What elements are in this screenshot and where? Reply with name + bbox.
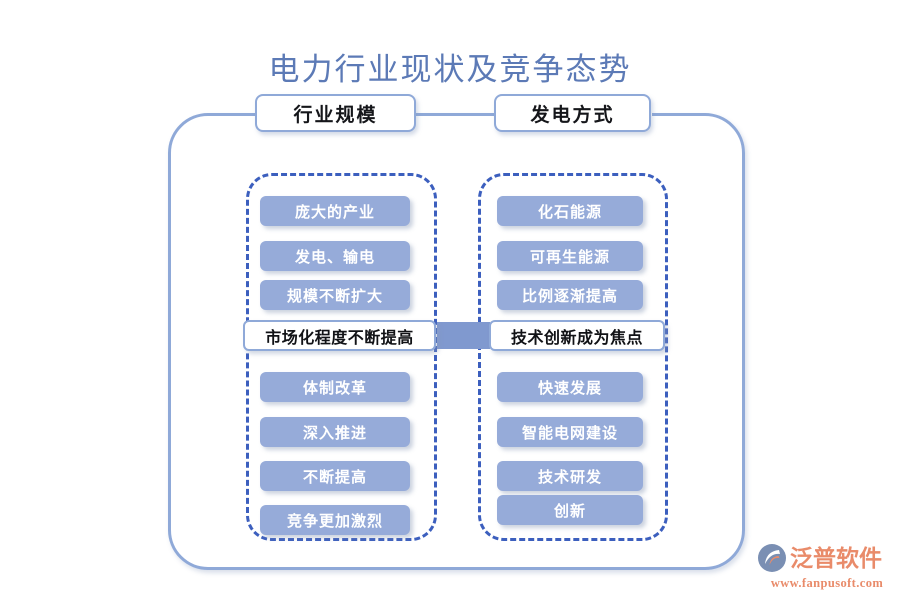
highlight-label: 市场化程度不断提高 (265, 329, 414, 347)
list-item[interactable]: 庞大的产业 (260, 196, 410, 226)
item-label: 不断提高 (302, 469, 367, 486)
item-label: 化石能源 (537, 204, 602, 221)
header-box-industry-scale[interactable]: 行业规模 (255, 94, 416, 132)
list-item[interactable]: 技术研发 (497, 461, 643, 491)
header-label: 行业规模 (293, 104, 378, 126)
item-label: 深入推进 (302, 425, 367, 442)
list-item[interactable]: 智能电网建设 (497, 417, 643, 447)
list-item[interactable]: 体制改革 (260, 372, 410, 402)
logo-brand-text: 泛普软件 (790, 545, 882, 571)
list-item[interactable]: 快速发展 (497, 372, 643, 402)
item-label: 庞大的产业 (294, 204, 375, 221)
list-item[interactable]: 不断提高 (260, 461, 410, 491)
list-item[interactable]: 创新 (497, 495, 643, 525)
logo-url-text: www.fanpusoft.com (770, 576, 884, 590)
list-item[interactable]: 比例逐渐提高 (497, 280, 643, 310)
list-item[interactable]: 竞争更加激烈 (260, 505, 410, 535)
item-label: 快速发展 (537, 380, 602, 397)
list-item[interactable]: 深入推进 (260, 417, 410, 447)
brand-logo: 泛普软件 www.fanpusoft.com (757, 543, 897, 595)
item-label: 智能电网建设 (521, 425, 618, 442)
highlight-box-left[interactable]: 市场化程度不断提高 (243, 320, 436, 351)
dashed-container-right (478, 173, 668, 541)
item-label: 规模不断扩大 (286, 288, 383, 305)
dashed-container-left (246, 173, 437, 541)
item-label: 发电、输电 (294, 249, 375, 266)
list-item[interactable]: 规模不断扩大 (260, 280, 410, 310)
highlight-label: 技术创新成为焦点 (510, 329, 643, 347)
outer-frame (168, 113, 745, 570)
logo-row: 泛普软件 (757, 543, 897, 573)
list-item[interactable]: 发电、输电 (260, 241, 410, 271)
list-item[interactable]: 可再生能源 (497, 241, 643, 271)
item-label: 体制改革 (302, 380, 367, 397)
item-label: 可再生能源 (529, 249, 610, 266)
item-label: 技术研发 (537, 469, 602, 486)
header-label: 发电方式 (530, 104, 615, 126)
item-label: 比例逐渐提高 (521, 288, 618, 305)
header-box-generation-method[interactable]: 发电方式 (494, 94, 651, 132)
page-title: 电力行业现状及竞争态势 (268, 52, 632, 87)
fanpu-logo-icon (757, 543, 787, 573)
item-label: 创新 (553, 503, 586, 520)
item-label: 竞争更加激烈 (286, 513, 383, 530)
center-connector (437, 322, 490, 349)
highlight-box-right[interactable]: 技术创新成为焦点 (489, 320, 665, 351)
list-item[interactable]: 化石能源 (497, 196, 643, 226)
